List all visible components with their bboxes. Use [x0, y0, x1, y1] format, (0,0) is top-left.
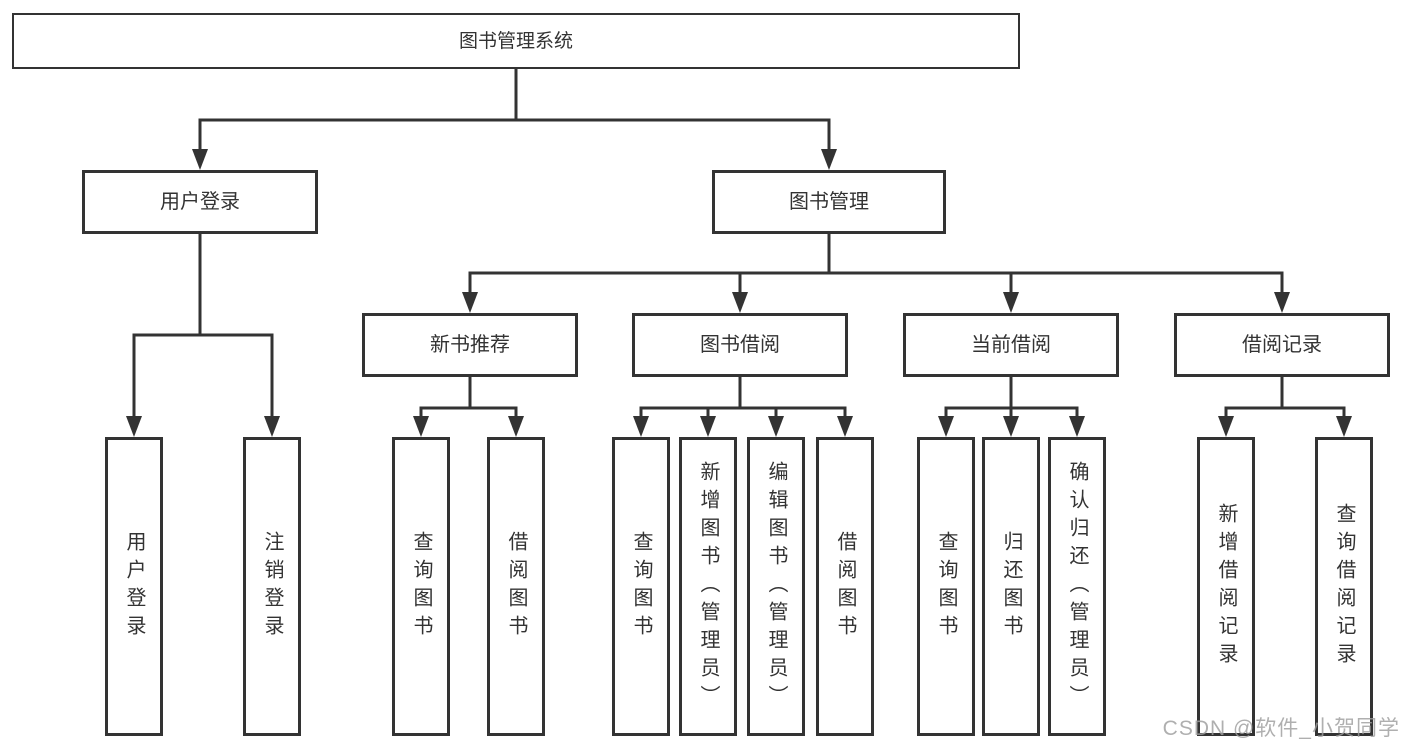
leaf-query-borrow-record: 查询借阅记录	[1315, 437, 1373, 736]
leaf-query-books-borrowing: 查询图书	[612, 437, 670, 736]
node-book-management: 图书管理	[712, 170, 946, 234]
node-current-borrowing: 当前借阅	[903, 313, 1119, 377]
leaf-add-book-admin: 新增图书（管理员）	[679, 437, 737, 736]
leaf-query-books-recommend: 查询图书	[392, 437, 450, 736]
node-user-login: 用户登录	[82, 170, 318, 234]
leaf-borrow-books-borrowing: 借阅图书	[816, 437, 874, 736]
node-borrowing-records: 借阅记录	[1174, 313, 1390, 377]
node-new-book-recommend: 新书推荐	[362, 313, 578, 377]
leaf-user-login: 用户登录	[105, 437, 163, 736]
leaf-logout: 注销登录	[243, 437, 301, 736]
node-root-system: 图书管理系统	[12, 13, 1020, 69]
arrowheads	[126, 149, 1352, 437]
leaf-query-books-current: 查询图书	[917, 437, 975, 736]
node-book-borrowing: 图书借阅	[632, 313, 848, 377]
csdn-watermark: CSDN @软件_小贺同学	[1162, 717, 1400, 740]
leaf-confirm-return-admin: 确认归还（管理员）	[1048, 437, 1106, 736]
leaf-edit-book-admin: 编辑图书（管理员）	[747, 437, 805, 736]
leaf-return-book: 归还图书	[982, 437, 1040, 736]
leaf-borrow-books-recommend: 借阅图书	[487, 437, 545, 736]
leaf-add-borrow-record: 新增借阅记录	[1197, 437, 1255, 736]
